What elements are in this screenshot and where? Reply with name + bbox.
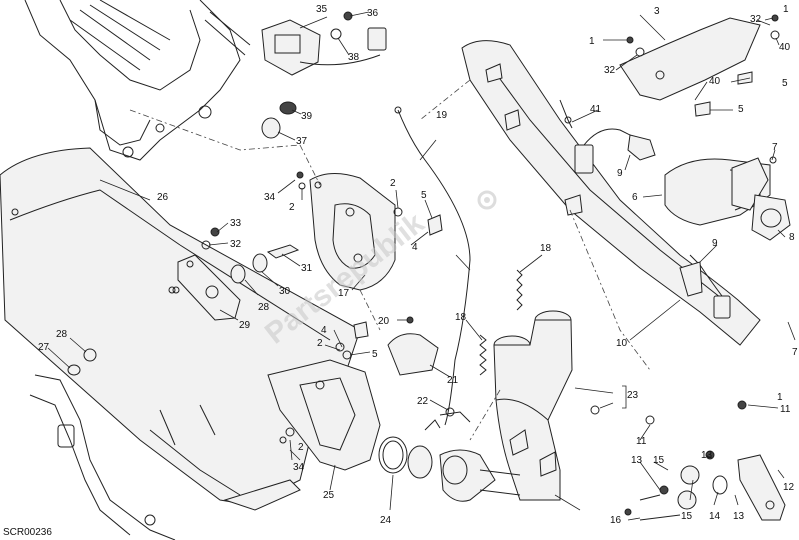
callout: 1 — [783, 4, 789, 15]
callout: 18 — [540, 243, 552, 254]
callout: 9 — [712, 238, 718, 249]
callout: 35 — [316, 4, 328, 15]
callout-labels: 1 1 1 2 2 2 2 3 4 4 5 5 5 5 6 7 7 8 9 9 … — [38, 4, 798, 526]
callout: 21 — [447, 375, 459, 386]
callout: 39 — [301, 111, 313, 122]
callout: 37 — [296, 136, 308, 147]
heat-shield-3 — [619, 17, 761, 117]
callout: 32 — [750, 14, 762, 25]
silencer-heat-guard — [309, 173, 396, 291]
watermark-gear-icon — [477, 190, 497, 210]
callout: 13 — [701, 450, 713, 461]
callout: 32 — [604, 65, 616, 76]
callout: 12 — [783, 482, 795, 493]
front-header — [664, 157, 791, 241]
callout: 7 — [772, 142, 778, 153]
pipe-clamp — [378, 419, 441, 479]
callout: 5 — [738, 104, 744, 115]
callout-bracket — [622, 385, 627, 409]
callout: 13 — [631, 455, 643, 466]
callout: 15 — [681, 511, 693, 522]
callout: 29 — [239, 320, 251, 331]
callout: 40 — [779, 42, 791, 53]
callout: 5 — [421, 190, 427, 201]
reference-lines — [299, 79, 651, 441]
callout: 14 — [709, 511, 721, 522]
callout: 23 — [627, 390, 639, 401]
callout: 13 — [733, 511, 745, 522]
callout: 33 — [230, 218, 242, 229]
callout: 1 — [589, 36, 595, 47]
callout: 28 — [56, 329, 68, 340]
callout: 34 — [264, 192, 276, 203]
callout: 1 — [777, 392, 783, 403]
callout: 25 — [323, 490, 335, 501]
callout: 20 — [378, 316, 390, 327]
callout: 19 — [436, 110, 448, 121]
callout: 5 — [782, 78, 788, 89]
callout: 38 — [348, 52, 360, 63]
callout: 5 — [372, 349, 378, 360]
bracket-12 — [737, 454, 786, 521]
callout: 8 — [789, 232, 795, 243]
oxygen-sensor-2 — [679, 254, 731, 319]
rubber-grommets — [261, 101, 297, 139]
callout: 40 — [709, 76, 721, 87]
silencer — [0, 147, 361, 511]
callout: 24 — [380, 515, 392, 526]
callout: 36 — [367, 8, 379, 19]
exhaust-springs — [479, 269, 523, 376]
frame-section — [24, 0, 301, 161]
callout: 11 — [780, 404, 791, 415]
callout: 3 — [654, 6, 660, 17]
callout: 10 — [616, 338, 628, 349]
callout: 30 — [279, 286, 291, 297]
callout: 31 — [301, 263, 313, 274]
collector-pipe — [493, 310, 573, 501]
callout: 41 — [590, 104, 602, 115]
callout: 7 — [792, 347, 798, 358]
lower-heat-guard — [267, 359, 381, 471]
callout: 2 — [298, 442, 304, 453]
callout: 2 — [390, 178, 396, 189]
callout: 32 — [230, 239, 242, 250]
callout: 22 — [417, 396, 429, 407]
callout: 2 — [289, 202, 295, 213]
oxygen-sensor-1 — [574, 128, 656, 174]
callout: 26 — [157, 192, 169, 203]
callout: 6 — [632, 192, 638, 203]
valve-cable — [394, 106, 471, 426]
callout: 11 — [636, 436, 647, 447]
rear-frame-section — [29, 374, 176, 540]
callout: 18 — [455, 312, 467, 323]
callout: 17 — [338, 288, 350, 299]
callout: 4 — [412, 242, 418, 253]
connecting-pipe — [439, 449, 521, 502]
pulley-set — [639, 465, 728, 521]
callout: 2 — [317, 338, 323, 349]
silencer-mount-hardware — [67, 227, 300, 376]
diagram-code: SCR00236 — [3, 527, 52, 538]
callout: 28 — [258, 302, 270, 313]
callout: 9 — [617, 168, 623, 179]
callout: 27 — [38, 342, 50, 353]
callout: 4 — [321, 325, 327, 336]
callout: 16 — [610, 515, 622, 526]
exhaust-valve-actuator — [261, 11, 387, 76]
leader-lines — [47, 11, 796, 521]
callout: 34 — [293, 462, 305, 473]
callout: 15 — [653, 455, 665, 466]
heat-shield-21 — [387, 333, 439, 376]
